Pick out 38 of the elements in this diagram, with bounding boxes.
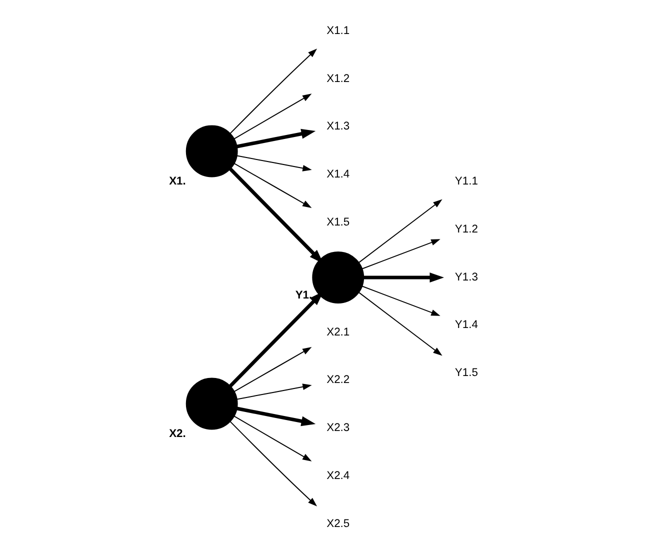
node-label: Y1. — [294, 290, 312, 302]
arrow — [228, 291, 323, 388]
arrow — [229, 421, 317, 506]
arrow — [236, 406, 316, 426]
node-text: Y1.3 — [454, 271, 478, 284]
arrow — [236, 128, 316, 148]
node-circle — [185, 125, 238, 178]
node-text: X1.1 — [326, 24, 350, 37]
node-circle — [312, 252, 364, 304]
node-label: X1. — [168, 176, 186, 188]
node-text: X1.2 — [326, 72, 350, 85]
node-text: X1.3 — [326, 120, 350, 133]
arrow — [363, 272, 444, 282]
node-text: Y1.1 — [454, 176, 478, 188]
arrow — [236, 384, 312, 400]
node-text: Y1.2 — [454, 223, 478, 236]
arrow — [233, 347, 312, 392]
arrow — [358, 292, 442, 356]
arrow — [233, 94, 312, 140]
node-text: X1.5 — [326, 216, 350, 228]
node-circle — [185, 378, 238, 430]
node-text: Y1.4 — [454, 319, 478, 332]
arrow — [228, 168, 323, 264]
arrow — [236, 155, 312, 172]
node-text: X1.4 — [326, 168, 350, 180]
node-text: X2.2 — [326, 374, 350, 386]
node-text: Y1.5 — [454, 367, 478, 380]
node-text: X2.5 — [326, 518, 350, 530]
arrow — [362, 286, 440, 316]
node-text: X2.4 — [326, 470, 350, 482]
arrow — [229, 48, 317, 134]
arrow — [233, 416, 312, 462]
arrow — [362, 239, 440, 270]
node-text: X2.1 — [326, 326, 350, 338]
arrow — [233, 163, 312, 208]
arrow — [358, 199, 442, 263]
node-text: X2.3 — [326, 422, 350, 434]
node-label: X2. — [168, 428, 186, 440]
